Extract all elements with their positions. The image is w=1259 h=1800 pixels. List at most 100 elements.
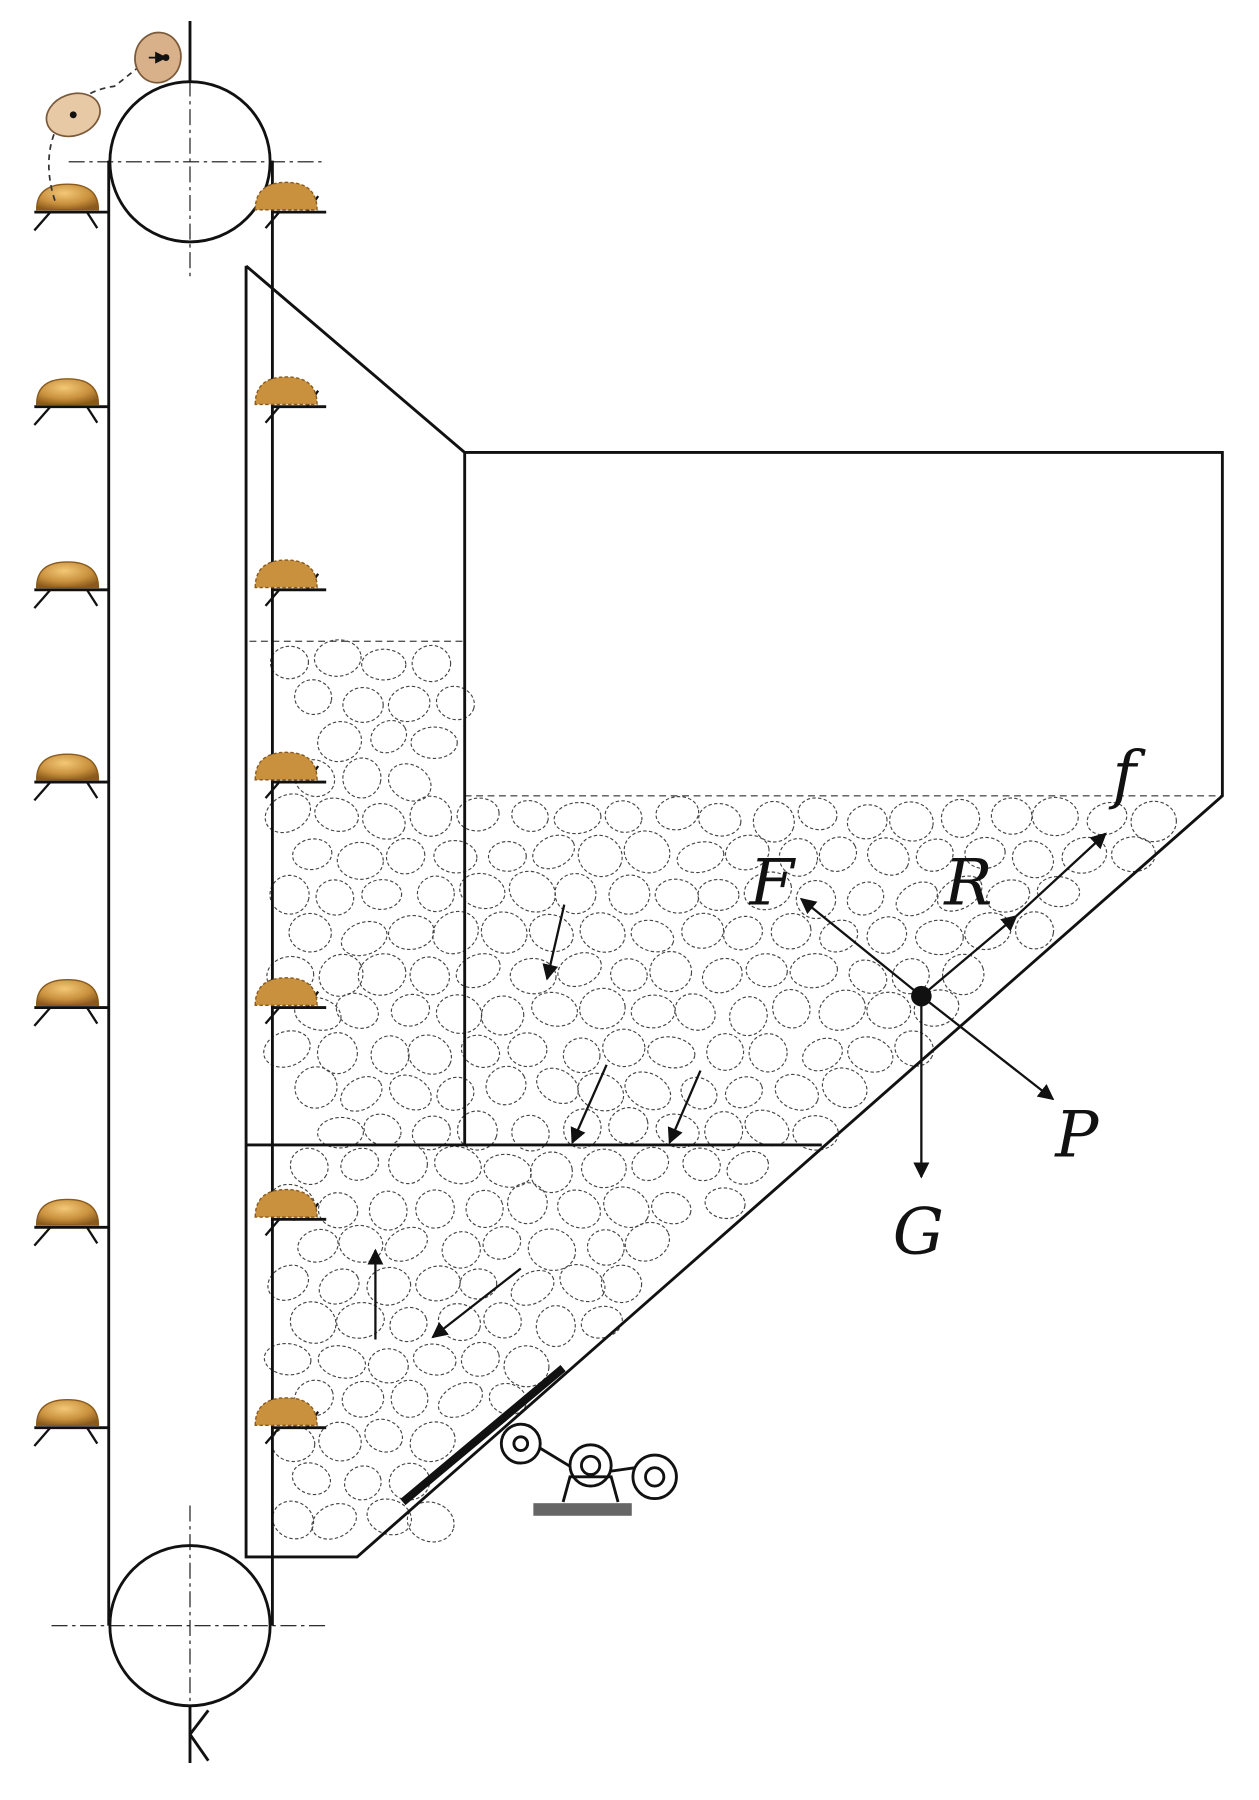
potato-particle [370,1035,410,1075]
potato-particle [407,1034,453,1075]
potato-particle [532,834,576,870]
label-P: P [1054,1098,1100,1172]
potato-particle [361,879,403,910]
potato-particle [437,1381,484,1418]
potato-particle [387,915,435,951]
vibrator-plate [400,1365,566,1506]
potato-particle [848,959,888,994]
potato-particle [482,1226,522,1260]
potato-particle [698,802,742,837]
potato-particle [318,1421,362,1462]
potato-particle [723,915,764,951]
potato-particle [367,1348,409,1384]
potato-particle [797,797,838,831]
potato-particle [631,1146,670,1182]
potato-particle [366,1266,412,1306]
potato-particle [818,989,866,1031]
potato-particle [680,1076,718,1110]
potato-particle [801,1037,843,1072]
potato-particle [340,1147,380,1181]
potato-particle [562,1037,601,1074]
potato-particle [866,837,910,876]
tossed-potatoes [45,31,182,201]
potato [35,1198,100,1226]
potato-particle [455,953,501,989]
potato-particle [294,1066,338,1109]
elevator-bucket [254,181,327,229]
potato-particle [480,995,525,1036]
elevator-bucket [33,1198,109,1247]
potato-particle [655,796,700,831]
force-point [911,985,932,1007]
flow-arrows [367,904,702,1340]
label-G: G [893,1196,944,1270]
potato-particle [819,919,859,953]
potato-particle [459,1268,498,1300]
potato-particle [774,1073,819,1111]
elevator-belt [107,160,274,1626]
force-arrow-F [799,897,923,998]
potato [254,181,318,211]
potato-particle [487,840,527,872]
potato-particle [460,1341,500,1377]
potato-particle [577,834,623,878]
potato-particle [433,839,478,874]
potato-particle [778,838,819,877]
potato-particle [630,994,676,1029]
potato-particle [389,1074,432,1111]
potato-particle [681,912,725,949]
potato-particle [1036,876,1081,908]
elevator-bucket [33,561,109,609]
potato-particle [990,797,1033,835]
potato-particle [743,871,793,911]
potato-particle [361,648,407,681]
potato-particle [338,1224,384,1263]
potato-particle [313,639,362,677]
potato-particle [459,872,506,910]
potato-particle [964,836,1006,870]
potato [35,561,100,589]
potato-particle [654,878,700,914]
potato-particle [706,1033,745,1071]
potato [35,753,100,781]
potato-particle [342,757,382,799]
potato-particle [724,1076,763,1109]
potato [35,378,100,406]
potato-particle [343,1465,382,1501]
potato-particle [936,875,983,912]
potato [254,559,318,589]
potato-particle [624,1071,672,1111]
elevator-bucket [33,378,109,426]
potato-particle [485,1065,527,1106]
potato-particle [406,1501,455,1543]
potato-particle [745,953,788,988]
potato-particle [531,991,578,1027]
potato-particle [289,1147,329,1186]
potato-particle [269,874,310,915]
potato-particle [610,958,648,992]
potato-particle [503,1345,550,1388]
potato-particle [294,996,342,1031]
potato-particle [292,838,333,871]
potato-particle [411,644,452,683]
potato-particle [748,1033,788,1073]
potato-particle [415,1189,455,1229]
potato-particle [317,1345,367,1379]
potato-particle [894,1030,934,1067]
potato-particle [674,993,716,1031]
potato-particle [317,1116,364,1149]
force-arrow-f [1015,832,1107,917]
potato-particle [603,1186,650,1229]
force-arrow-P [920,995,1055,1101]
potato-particle [986,879,1031,913]
potato-particle [655,1113,700,1149]
potato-particle [579,987,626,1030]
potato-particle [913,989,960,1027]
potato-particle [580,1305,623,1339]
belt-stems [188,20,210,1763]
elevator-bucket [33,978,109,1027]
elevator-bucket [254,977,327,1025]
force-labels: F R f P G [749,738,1147,1270]
elevator-bucket [254,1397,327,1445]
